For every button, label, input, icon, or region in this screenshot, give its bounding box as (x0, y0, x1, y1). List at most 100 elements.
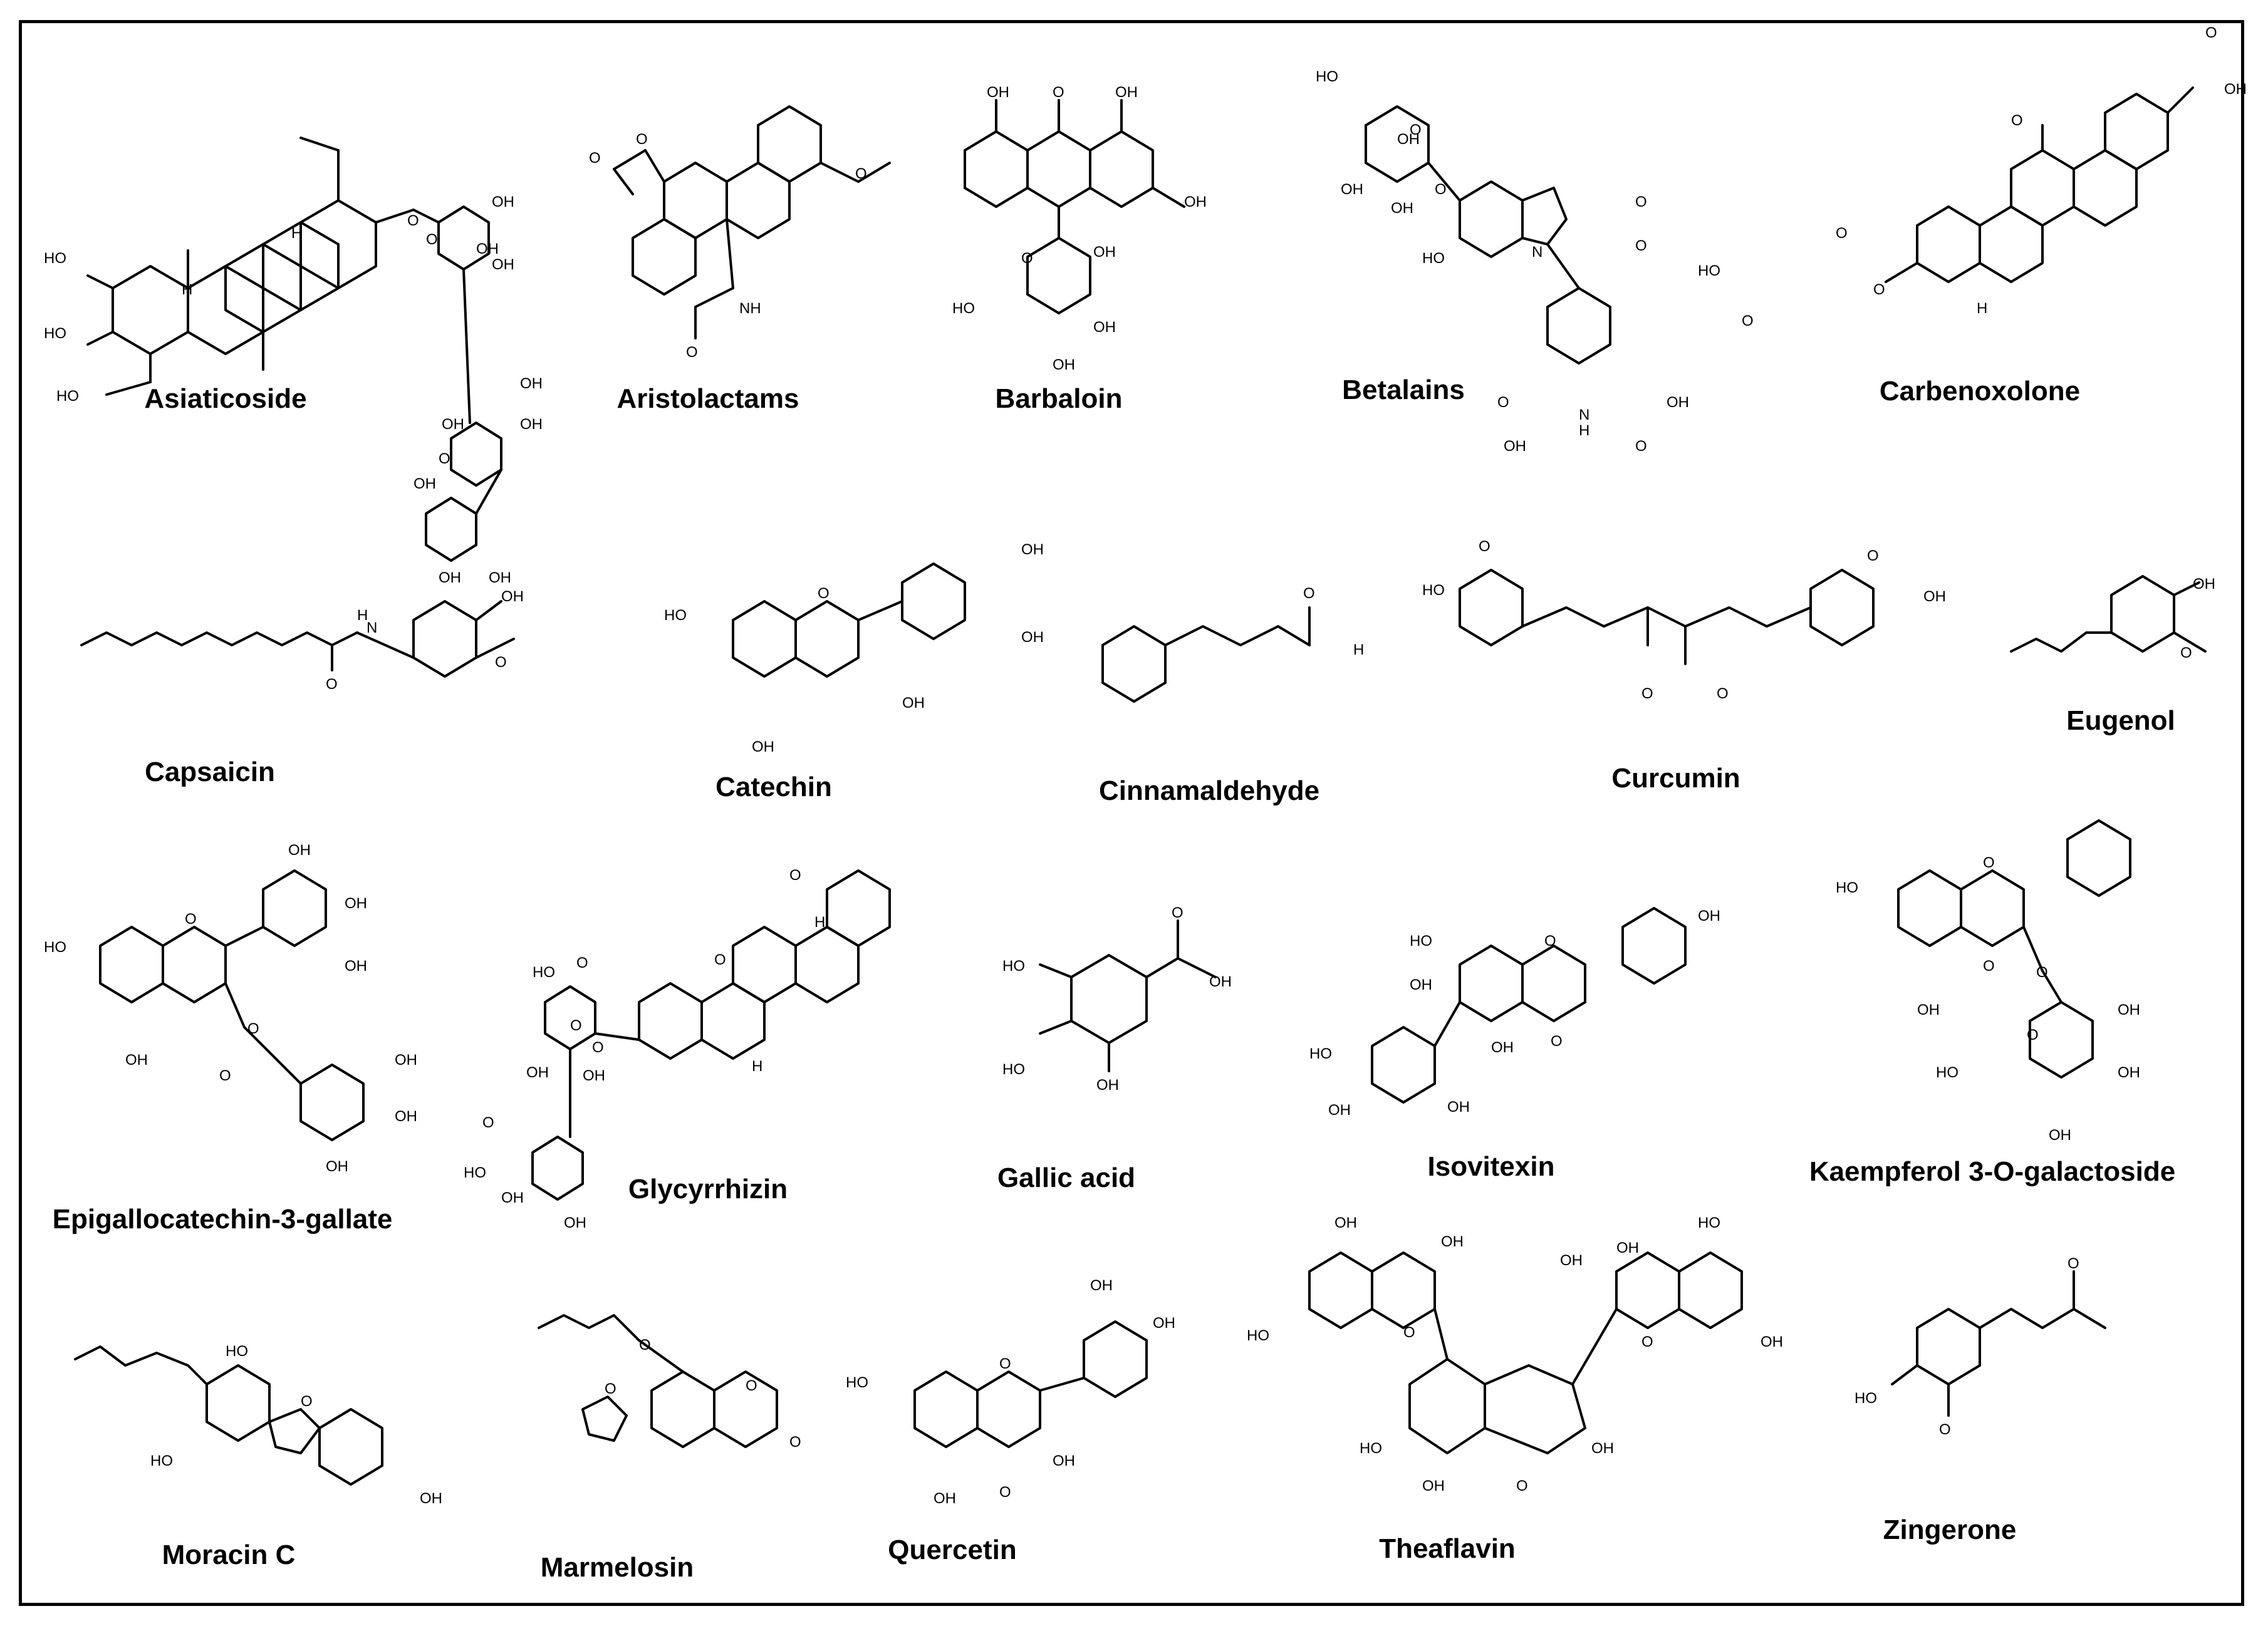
atom-label: O (1635, 194, 1647, 210)
eugenol-structure: OH O (2010, 575, 2215, 661)
atom-label: O (999, 1484, 1011, 1501)
atom-label: OH (1917, 1002, 1940, 1018)
atom-label: O (2068, 1255, 2079, 1272)
atom-label: H (1977, 300, 1987, 317)
atom-label: O (1403, 1324, 1415, 1341)
atom-label: HO (1422, 582, 1445, 599)
atom-label: OH (1053, 1453, 1075, 1469)
compound-catechin: HO O OH OH OH OH Catechin (658, 539, 1065, 827)
atom-label: OH (1616, 1240, 1639, 1256)
atom-label: O (426, 231, 438, 248)
atom-label: HO (1360, 1440, 1382, 1457)
atom-label: OH (583, 1067, 605, 1084)
atom-label: OH (1096, 1077, 1119, 1094)
atom-label: OH (501, 1189, 524, 1206)
atom-label: OH (1447, 1099, 1470, 1116)
compound-theaflavin: OH OH HO O HO OH OH O OH HO OH O OH Thea… (1241, 1203, 1804, 1578)
aristolactams-structure: O O O O NH (589, 105, 891, 361)
compound-name: Cinnamaldehyde (1098, 775, 1320, 806)
compound-marmelosin: O O O O Marmelosin (526, 1290, 852, 1597)
atom-label: OH (2224, 81, 2247, 98)
figure-frame (19, 20, 2244, 1606)
atom-label: O (1551, 1033, 1563, 1050)
atom-label: HO (150, 1453, 173, 1469)
atom-label: O (2180, 645, 2192, 661)
atom-label: OH (1093, 244, 1116, 261)
compound-aristolactams: O O O O NH Aristolactams (564, 100, 891, 426)
atom-label: H (357, 607, 368, 624)
barbaloin-structure: OH O OH OH O OH HO OH OH (952, 84, 1207, 373)
marmelosin-structure: O O O O (538, 1314, 801, 1451)
atom-label: O (1479, 538, 1490, 555)
atom-label: O (185, 911, 197, 928)
atom-label: H (1579, 422, 1589, 439)
compound-eugenol: OH O Eugenol (1999, 564, 2224, 752)
atom-label: OH (520, 416, 543, 433)
atom-label: HO (56, 388, 79, 405)
atom-label: O (1635, 237, 1647, 254)
compound-name: Capsaicin (145, 757, 275, 787)
atom-label: H (814, 914, 825, 931)
compound-gallic-acid: O OH HO HO OH Gallic acid (965, 902, 1278, 1203)
atom-label: O (570, 1017, 582, 1034)
atom-label: HO (44, 250, 66, 267)
atom-label: OH (1053, 356, 1075, 373)
atom-label: OH (395, 1108, 417, 1125)
atom-label: OH (2118, 1064, 2140, 1081)
atom-label: HO (1422, 250, 1445, 267)
atom-label: HO (44, 939, 66, 956)
kaempferol-galactoside-structure: OH HO O O OH O OH HO O OH OH (1836, 819, 2140, 1144)
atom-label: OH (2193, 576, 2215, 593)
compound-name: Quercetin (888, 1535, 1017, 1565)
atom-label: O (789, 1434, 801, 1451)
atom-label: O (407, 212, 419, 229)
atom-label: OH (1441, 1233, 1464, 1250)
atom-label: O (482, 1114, 494, 1131)
atom-label: O (576, 955, 588, 971)
glycyrrhizin-structure: HO O O OH OH O O HO OH OH O H H O (464, 867, 891, 1231)
carbenoxolone-structure: O OH O HO O O O H (1698, 24, 2247, 329)
compound-name: Catechin (715, 772, 832, 802)
zingerone-structure: O HO O (1854, 1255, 2106, 1438)
compound-glycyrrhizin: HO O O OH OH O O HO OH OH O H H O Glycyr… (451, 864, 902, 1253)
compound-name: Epigallocatechin-3-gallate (52, 1204, 393, 1235)
quercetin-structure: OH OH HO O OH OH O (846, 1277, 1175, 1507)
atom-label: HO (464, 1164, 486, 1181)
compound-name: Carbenoxolone (1879, 376, 2081, 406)
atom-label: OH (2118, 1002, 2140, 1018)
compound-kaempferol-galactoside: OH HO O O OH O OH HO O OH OH Kaempferol … (1779, 814, 2230, 1215)
atom-label: O (1635, 438, 1647, 455)
atom-label: HO (1698, 1214, 1720, 1231)
atom-label: O (1742, 313, 1754, 329)
atom-label: O (2027, 1027, 2039, 1043)
atom-label: HO (226, 1343, 248, 1360)
atom-label: HO (846, 1374, 868, 1391)
atom-label: O (326, 676, 338, 693)
atom-label: OH (1410, 976, 1432, 993)
atom-label: O (1867, 547, 1879, 564)
atom-label: OH (1090, 1277, 1113, 1294)
atom-label: O (1939, 1421, 1951, 1438)
atom-label: O (818, 585, 830, 602)
atom-label: O (746, 1377, 757, 1394)
atom-label: HO (1410, 933, 1432, 950)
atom-label: OH (1504, 438, 1526, 455)
egcg-structure: HO O OH OH OH OH O O OH OH OH (44, 842, 417, 1175)
atom-label: O (1021, 250, 1033, 267)
atom-label: O (1836, 225, 1848, 242)
compound-moracin-c: HO HO O OH Moracin C (63, 1328, 476, 1591)
atom-label: H (1353, 641, 1364, 658)
atom-label: OH (1391, 200, 1413, 217)
moracin-c-structure: HO HO O OH (74, 1343, 442, 1507)
atom-label: OH (1761, 1333, 1783, 1350)
compound-betalains: HO O OH OH OH O HO N O O OH OH N H O O B… (1316, 68, 1704, 470)
atom-label: O (1983, 958, 1995, 975)
compound-name: Aristolactams (616, 383, 799, 414)
atom-label: OH (526, 1064, 549, 1081)
atom-label: OH (489, 569, 511, 586)
atom-label: O (1983, 854, 1995, 871)
compound-name: Isovitexin (1427, 1151, 1555, 1182)
atom-label: N (367, 619, 377, 636)
atom-label: HO (533, 964, 555, 981)
atom-label: O (219, 1067, 231, 1084)
